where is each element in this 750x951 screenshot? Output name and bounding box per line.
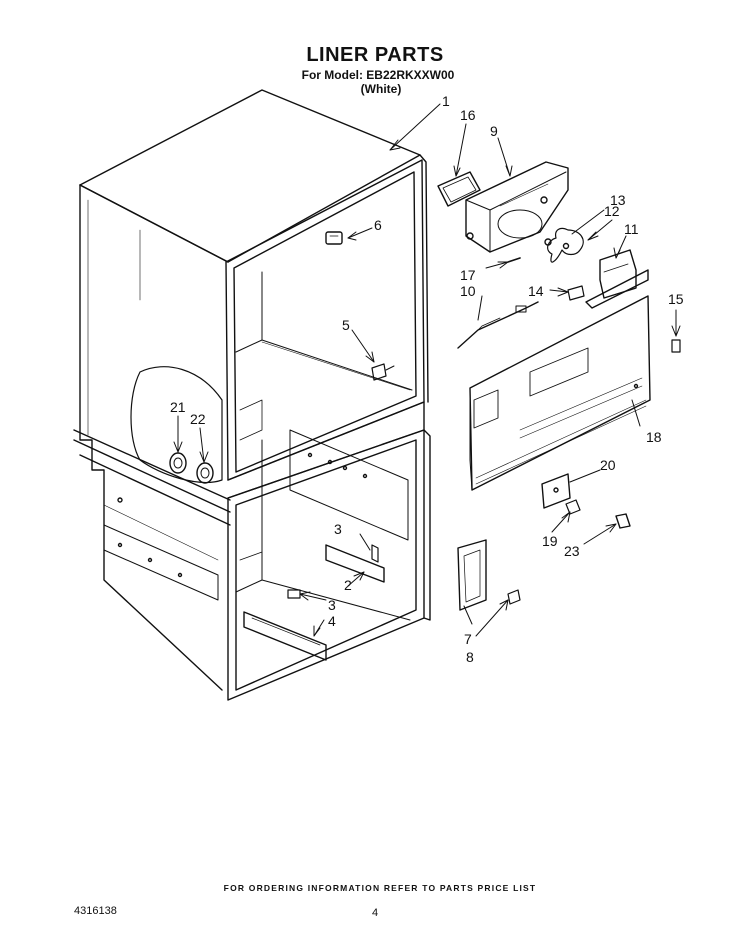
part-6-clip [325, 231, 343, 245]
page-number: 4 [372, 907, 379, 919]
callout-21: 21 [170, 399, 186, 415]
part-11-fan-motor [585, 249, 649, 309]
callout-13: 13 [610, 192, 626, 208]
callout-8: 8 [466, 649, 474, 665]
callout-19: 19 [542, 533, 558, 549]
callout-18: 18 [646, 429, 662, 445]
part-18-evaporator-cover [469, 295, 651, 491]
part-16-gasket [437, 171, 481, 207]
callout-20: 20 [600, 457, 616, 473]
page-title: LINER PARTS [306, 44, 444, 66]
callout-1: 1 [442, 93, 450, 109]
part-7-bracket [457, 539, 487, 611]
part-20-bracket [541, 473, 571, 509]
part-23-button [615, 513, 631, 529]
part-4-rail [243, 611, 327, 661]
callout-5: 5 [342, 317, 350, 333]
part-21-knob [169, 452, 187, 474]
callout-numbers: 1 2 3 3 4 5 6 7 8 9 10 11 12 13 14 15 16… [170, 93, 684, 665]
part-2-rail [325, 544, 385, 583]
part-3-screw-upper [371, 544, 379, 563]
cabinet-liner [73, 89, 431, 701]
callout-2: 2 [344, 577, 352, 593]
part-3-screw-lower [287, 589, 301, 599]
callout-10: 10 [460, 283, 476, 299]
part-15-screw [671, 339, 681, 353]
callout-12: 12 [604, 203, 620, 219]
part-22-knob [196, 462, 214, 484]
callout-4: 4 [328, 613, 336, 629]
callout-23: 23 [564, 543, 580, 559]
part-17-screw [507, 257, 521, 263]
callout-15: 15 [668, 291, 684, 307]
model-number: For Model: EB22RKXXW00 [301, 68, 455, 82]
callout-14: 14 [528, 283, 544, 299]
document-number: 4316138 [74, 905, 117, 917]
callout-3-lower: 3 [328, 597, 336, 613]
callout-11: 11 [624, 221, 639, 237]
part-5-fastener [371, 363, 395, 381]
callout-3-upper: 3 [334, 521, 342, 537]
part-12-fan-blade [547, 227, 584, 263]
part-8-screw [507, 589, 521, 605]
callout-22: 22 [190, 411, 206, 427]
ordering-note: FOR ORDERING INFORMATION REFER TO PARTS … [223, 883, 537, 893]
callout-6: 6 [374, 217, 382, 233]
part-9-fan-housing [465, 161, 569, 253]
leader-lines [173, 103, 681, 637]
callout-17: 17 [460, 267, 476, 283]
part-10-wire-harness [457, 301, 539, 349]
model-color: (White) [360, 82, 402, 96]
part-19-clip [565, 499, 581, 515]
part-14-grommet [567, 285, 585, 301]
callout-9: 9 [490, 123, 498, 139]
callout-7: 7 [464, 631, 472, 647]
callout-16: 16 [460, 107, 476, 123]
